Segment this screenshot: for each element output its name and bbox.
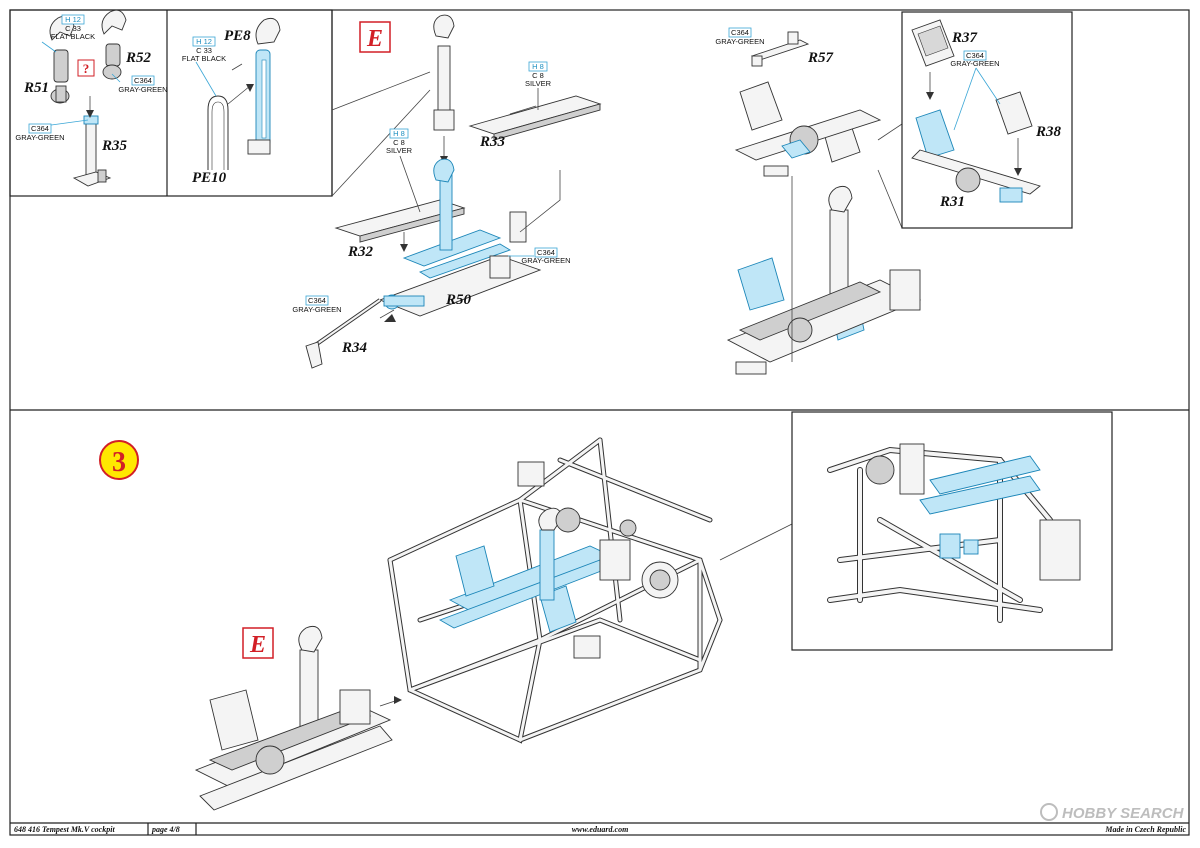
svg-text:C364: C364 [966, 51, 984, 60]
detail-inset-left: ? [9, 9, 431, 197]
part-column-exploded [433, 14, 455, 131]
footer-product: 648 416 Tempest Mk.V cockpit [14, 825, 115, 834]
svg-text:GRAY-GREEN: GRAY-GREEN [118, 85, 167, 94]
part-pe10 [207, 95, 229, 170]
part-pe8 [231, 17, 281, 155]
footer-url: www.eduard.com [572, 825, 629, 834]
detail-closeup-box [791, 411, 1113, 651]
label-r50: R50 [445, 292, 472, 308]
svg-text:FLAT BLACK: FLAT BLACK [182, 54, 226, 63]
svg-text:C 33: C 33 [65, 24, 81, 33]
part-r32 [334, 199, 466, 243]
part-r31 [911, 109, 1041, 203]
label-r37: R37 [951, 30, 978, 46]
label-r35: R35 [101, 138, 128, 154]
part-r57 [750, 31, 810, 67]
label-pe10: PE10 [192, 170, 227, 186]
svg-text:C 8: C 8 [532, 71, 544, 80]
part-lower-assembly [726, 185, 922, 375]
svg-text:H 12: H 12 [65, 15, 81, 24]
paint-callout-c7: C364 GRAY-GREEN [521, 247, 571, 265]
svg-text:GRAY-GREEN: GRAY-GREEN [521, 256, 570, 265]
paint-callout-c8: C364 GRAY-GREEN [292, 295, 342, 314]
label-r33: R33 [479, 134, 506, 150]
svg-text:E: E [249, 632, 266, 658]
svg-text:3: 3 [112, 447, 126, 478]
label-r51: R51 [23, 80, 49, 96]
page-border [9, 9, 1190, 836]
question-mark: ? [83, 61, 90, 76]
part-seat-frame-exploded [734, 81, 882, 177]
cockpit-frame [387, 437, 723, 744]
label-r52: R52 [125, 50, 152, 66]
svg-text:C364: C364 [537, 248, 555, 257]
paint-callout-c2: C364 GRAY-GREEN [118, 75, 168, 94]
e-badge-top: E [359, 21, 391, 53]
svg-text:C 8: C 8 [393, 138, 405, 147]
part-r33 [468, 95, 602, 141]
part-r34 [305, 298, 382, 369]
paint-callout-c1: H 12 C 33 FLAT BLACK [51, 14, 95, 41]
footer-page: page 4/8 [151, 825, 180, 834]
question-badge [77, 59, 95, 77]
step-number-badge: 3 [99, 440, 139, 480]
label-r57: R57 [807, 50, 834, 66]
part-r50-base [378, 158, 542, 317]
part-r52 [101, 9, 127, 80]
paint-callout-c5: H 8 C 8 SILVER [525, 61, 552, 88]
label-pe8: PE8 [224, 28, 251, 44]
svg-text:E: E [366, 26, 383, 52]
paint-callout-c9: C364 GRAY-GREEN [715, 27, 765, 46]
paint-callout-c3: C364 GRAY-GREEN [15, 123, 65, 142]
svg-text:GRAY-GREEN: GRAY-GREEN [15, 133, 64, 142]
label-r38: R38 [1035, 124, 1062, 140]
svg-text:GRAY-GREEN: GRAY-GREEN [292, 305, 341, 314]
svg-text:C364: C364 [731, 28, 749, 37]
svg-text:FLAT BLACK: FLAT BLACK [51, 32, 95, 41]
svg-text:GRAY-GREEN: GRAY-GREEN [950, 59, 999, 68]
svg-text:SILVER: SILVER [525, 79, 552, 88]
label-r31: R31 [939, 194, 965, 210]
part-r37 [911, 19, 955, 67]
e-badge-bottom: E [242, 627, 274, 659]
watermark-text: HOBBY SEARCH [1062, 805, 1185, 822]
label-r34: R34 [341, 340, 368, 356]
subassembly-e [194, 625, 393, 811]
footer-made-in: Made in Czech Republic [1104, 825, 1186, 834]
svg-text:GRAY-GREEN: GRAY-GREEN [715, 37, 764, 46]
svg-text:H 12: H 12 [196, 37, 212, 46]
paint-callout-c6: H 8 C 8 SILVER [386, 128, 413, 155]
part-r35 [72, 115, 112, 187]
detail-closeup [827, 443, 1081, 623]
svg-text:C364: C364 [308, 296, 326, 305]
label-r32: R32 [347, 244, 374, 260]
svg-text:SILVER: SILVER [386, 146, 413, 155]
part-r38 [995, 91, 1033, 135]
svg-text:H 8: H 8 [393, 129, 405, 138]
svg-text:C364: C364 [134, 76, 152, 85]
svg-text:H 8: H 8 [532, 62, 544, 71]
paint-callout-c10: C364 GRAY-GREEN [950, 50, 1000, 68]
paint-callout-c4: H 12 C 33 FLAT BLACK [182, 36, 226, 63]
svg-text:C 33: C 33 [196, 46, 212, 55]
detail-inset-right [901, 11, 1073, 229]
svg-text:C364: C364 [31, 124, 49, 133]
part-r51 [49, 15, 75, 104]
watermark-logo: HOBBY SEARCH [1040, 803, 1185, 822]
